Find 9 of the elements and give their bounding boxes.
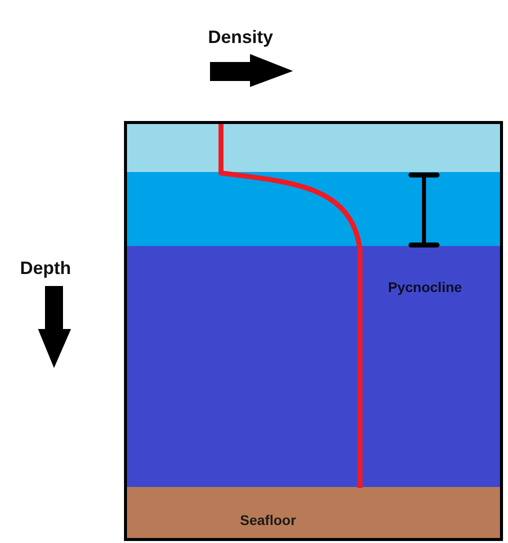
- depth-axis-label: Depth: [20, 257, 71, 279]
- water-column-frame: [124, 121, 503, 541]
- surface-layer-band: [127, 124, 500, 172]
- pycnocline-label: Pycnocline: [388, 279, 462, 296]
- seafloor-label: Seafloor: [240, 512, 296, 529]
- pycnocline-layer-band: [127, 172, 500, 246]
- deep-layer-band: [127, 246, 500, 487]
- seafloor-band: [127, 487, 500, 538]
- density-axis-label: Density: [208, 26, 274, 48]
